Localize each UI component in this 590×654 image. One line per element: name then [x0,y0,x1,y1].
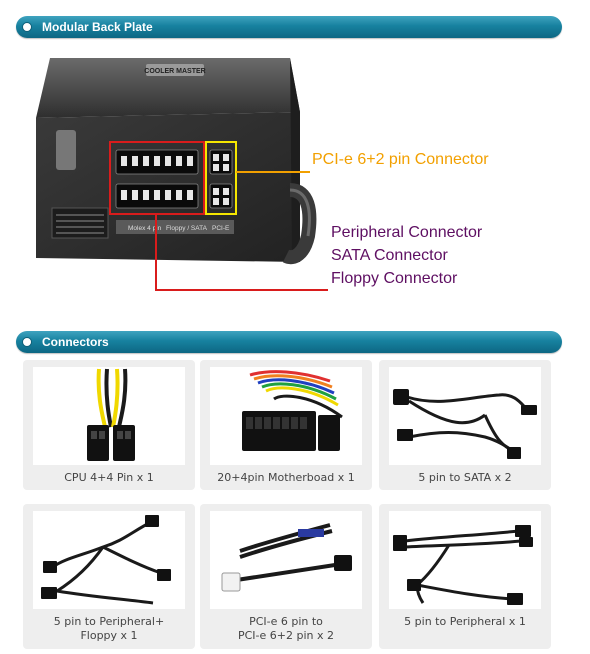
section-header-connectors: Connectors [16,331,562,353]
peripheral-floppy-cable-icon [33,511,185,609]
connector-label: CPU 4+4 Pin x 1 [64,471,154,484]
connector-label: 20+4pin Motherboad x 1 [217,471,355,484]
sata-cable-icon [389,367,541,465]
section-header-back-plate: Modular Back Plate [16,16,562,38]
callout-floppy: Floppy Connector [331,270,458,287]
connector-card-peripheral-floppy: 5 pin to Peripheral+ Floppy x 1 [23,504,195,649]
connector-card-pcie: PCI-e 6 pin to PCI-e 6+2 pin x 2 [200,504,372,649]
section-title: Connectors [42,335,109,349]
connector-card-motherboard: 20+4pin Motherboad x 1 [200,360,372,490]
svg-text:Floppy / SATA: Floppy / SATA [166,225,208,232]
connector-card-cpu: CPU 4+4 Pin x 1 [23,360,195,490]
svg-text:PCI-E: PCI-E [212,225,230,232]
connector-label-line1: 5 pin to Peripheral+ [53,615,165,628]
callout-peripheral: Peripheral Connector [331,224,483,241]
connector-label: 5 pin to Peripheral x 1 [404,615,526,628]
callout-sata: SATA Connector [331,247,448,264]
psu-back-plate-icon: COOLER MASTER Molex 4 pin Floppy / SATA … [36,58,328,291]
section-title: Modular Back Plate [42,20,153,34]
connector-label: 5 pin to SATA x 2 [418,471,512,484]
motherboard-cable-icon [210,367,362,465]
bullet-icon [22,22,32,32]
connector-label-line2: Floppy x 1 [80,629,138,642]
connector-label-line1: PCI-e 6 pin to [249,615,323,628]
connector-label-line2: PCI-e 6+2 pin x 2 [237,629,334,642]
connector-card-peripheral: 5 pin to Peripheral x 1 [379,504,551,649]
modular-back-plate-image: COOLER MASTER Molex 4 pin Floppy / SATA … [28,50,568,300]
svg-text:Molex 4 pin: Molex 4 pin [128,225,162,232]
callout-pcie: PCI-e 6+2 pin Connector [312,151,489,168]
pcie-cable-icon [210,511,362,609]
bullet-icon [22,337,32,347]
cpu-cable-icon [33,367,185,465]
svg-text:COOLER MASTER: COOLER MASTER [144,68,205,75]
peripheral-cable-icon [389,511,541,609]
connector-card-sata: 5 pin to SATA x 2 [379,360,551,490]
